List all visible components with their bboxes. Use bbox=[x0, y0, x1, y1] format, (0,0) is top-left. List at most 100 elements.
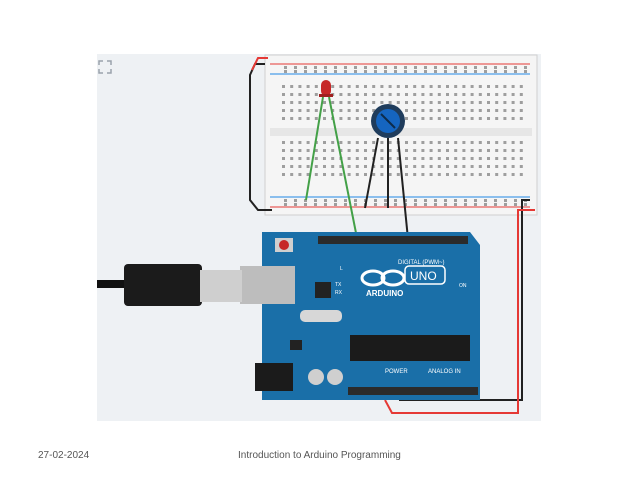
breadboard-hole bbox=[355, 149, 359, 152]
rail-hole bbox=[344, 203, 347, 206]
breadboard-hole bbox=[413, 93, 417, 96]
rail-hole bbox=[454, 66, 457, 69]
breadboard-hole bbox=[339, 109, 343, 112]
rail-hole bbox=[434, 66, 437, 69]
breadboard-hole bbox=[413, 141, 417, 144]
breadboard-hole bbox=[429, 141, 433, 144]
breadboard-hole bbox=[519, 157, 523, 160]
breadboard-hole bbox=[372, 85, 376, 88]
rail-hole bbox=[414, 70, 417, 73]
breadboard-hole bbox=[462, 117, 466, 120]
breadboard[interactable] bbox=[264, 54, 538, 216]
breadboard-hole bbox=[487, 101, 490, 104]
rail-hole bbox=[434, 70, 437, 73]
breadboard-hole bbox=[446, 165, 449, 168]
breadboard-hole bbox=[323, 149, 326, 152]
usb-cable[interactable] bbox=[97, 264, 242, 306]
breadboard-hole bbox=[388, 165, 392, 168]
breadboard-hole bbox=[495, 109, 499, 112]
breadboard-hole bbox=[421, 173, 425, 176]
breadboard-hole bbox=[314, 173, 318, 176]
breadboard-hole bbox=[421, 109, 425, 112]
breadboard-hole bbox=[421, 141, 425, 144]
breadboard-hole bbox=[282, 117, 285, 120]
breadboard-hole bbox=[470, 93, 474, 96]
breadboard-hole bbox=[454, 141, 458, 144]
breadboard-hole bbox=[437, 101, 441, 104]
breadboard-hole bbox=[437, 157, 441, 160]
rail-hole bbox=[384, 70, 387, 73]
breadboard-hole bbox=[380, 93, 384, 96]
breadboard-hole bbox=[298, 93, 302, 96]
slide-footer-title: Introduction to Arduino Programming bbox=[238, 450, 401, 461]
breadboard-hole bbox=[314, 109, 318, 112]
rail-hole bbox=[504, 70, 507, 73]
breadboard-hole bbox=[462, 141, 466, 144]
breadboard-hole bbox=[511, 117, 515, 120]
rail-hole bbox=[464, 199, 467, 202]
breadboard-hole bbox=[364, 85, 367, 88]
breadboard-hole bbox=[388, 157, 392, 160]
breadboard-hole bbox=[364, 101, 367, 104]
breadboard-hole bbox=[429, 157, 433, 160]
breadboard-hole bbox=[323, 141, 326, 144]
breadboard-hole bbox=[503, 173, 507, 176]
rail-hole bbox=[374, 203, 377, 206]
breadboard-hole bbox=[388, 141, 392, 144]
breadboard-hole bbox=[364, 157, 367, 160]
breadboard-hole bbox=[314, 157, 318, 160]
rail-hole bbox=[524, 203, 527, 206]
breadboard-hole bbox=[339, 141, 343, 144]
rail-hole bbox=[464, 203, 467, 206]
breadboard-hole bbox=[355, 157, 359, 160]
breadboard-hole bbox=[380, 173, 384, 176]
rail-hole bbox=[454, 203, 457, 206]
breadboard-hole bbox=[519, 109, 523, 112]
breadboard-hole bbox=[347, 109, 351, 112]
breadboard-hole bbox=[470, 141, 474, 144]
breadboard-hole bbox=[298, 117, 302, 120]
breadboard-hole bbox=[413, 173, 417, 176]
breadboard-hole bbox=[511, 141, 515, 144]
breadboard-hole bbox=[478, 165, 482, 168]
led[interactable] bbox=[305, 80, 358, 239]
rail-hole bbox=[404, 70, 407, 73]
breadboard-hole bbox=[282, 173, 285, 176]
arduino-board[interactable]: UNO ARDUINO DIGITAL (PWM~) POWER ANALOG … bbox=[240, 232, 480, 400]
breadboard-hole bbox=[487, 157, 490, 160]
breadboard-hole bbox=[405, 101, 408, 104]
breadboard-hole bbox=[306, 117, 310, 120]
l-led-label: L bbox=[340, 266, 343, 272]
breadboard-hole bbox=[487, 165, 490, 168]
breadboard-hole bbox=[421, 165, 425, 168]
breadboard-hole bbox=[355, 101, 359, 104]
breadboard-hole bbox=[364, 173, 367, 176]
breadboard-hole bbox=[413, 149, 417, 152]
breadboard-hole bbox=[388, 173, 392, 176]
breadboard-hole bbox=[347, 149, 351, 152]
breadboard-hole bbox=[388, 93, 392, 96]
rail-hole bbox=[504, 199, 507, 202]
breadboard-hole bbox=[478, 93, 482, 96]
rail-hole bbox=[284, 70, 287, 73]
breadboard-hole bbox=[306, 165, 310, 168]
breadboard-hole bbox=[478, 141, 482, 144]
breadboard-hole bbox=[298, 173, 302, 176]
rail-hole bbox=[374, 199, 377, 202]
breadboard-hole bbox=[437, 109, 441, 112]
breadboard-hole bbox=[355, 141, 359, 144]
breadboard-hole bbox=[462, 101, 466, 104]
breadboard-hole bbox=[282, 149, 285, 152]
rail-hole bbox=[354, 203, 357, 206]
power-label: POWER bbox=[385, 369, 408, 375]
breadboard-hole bbox=[437, 141, 441, 144]
breadboard-hole bbox=[454, 85, 458, 88]
rail-hole bbox=[484, 199, 487, 202]
breadboard-hole bbox=[290, 117, 294, 120]
breadboard-hole bbox=[503, 109, 507, 112]
fit-to-view-icon[interactable] bbox=[96, 58, 114, 76]
breadboard-hole bbox=[413, 85, 417, 88]
breadboard-hole bbox=[519, 149, 523, 152]
breadboard-hole bbox=[282, 93, 285, 96]
breadboard-hole bbox=[290, 165, 294, 168]
